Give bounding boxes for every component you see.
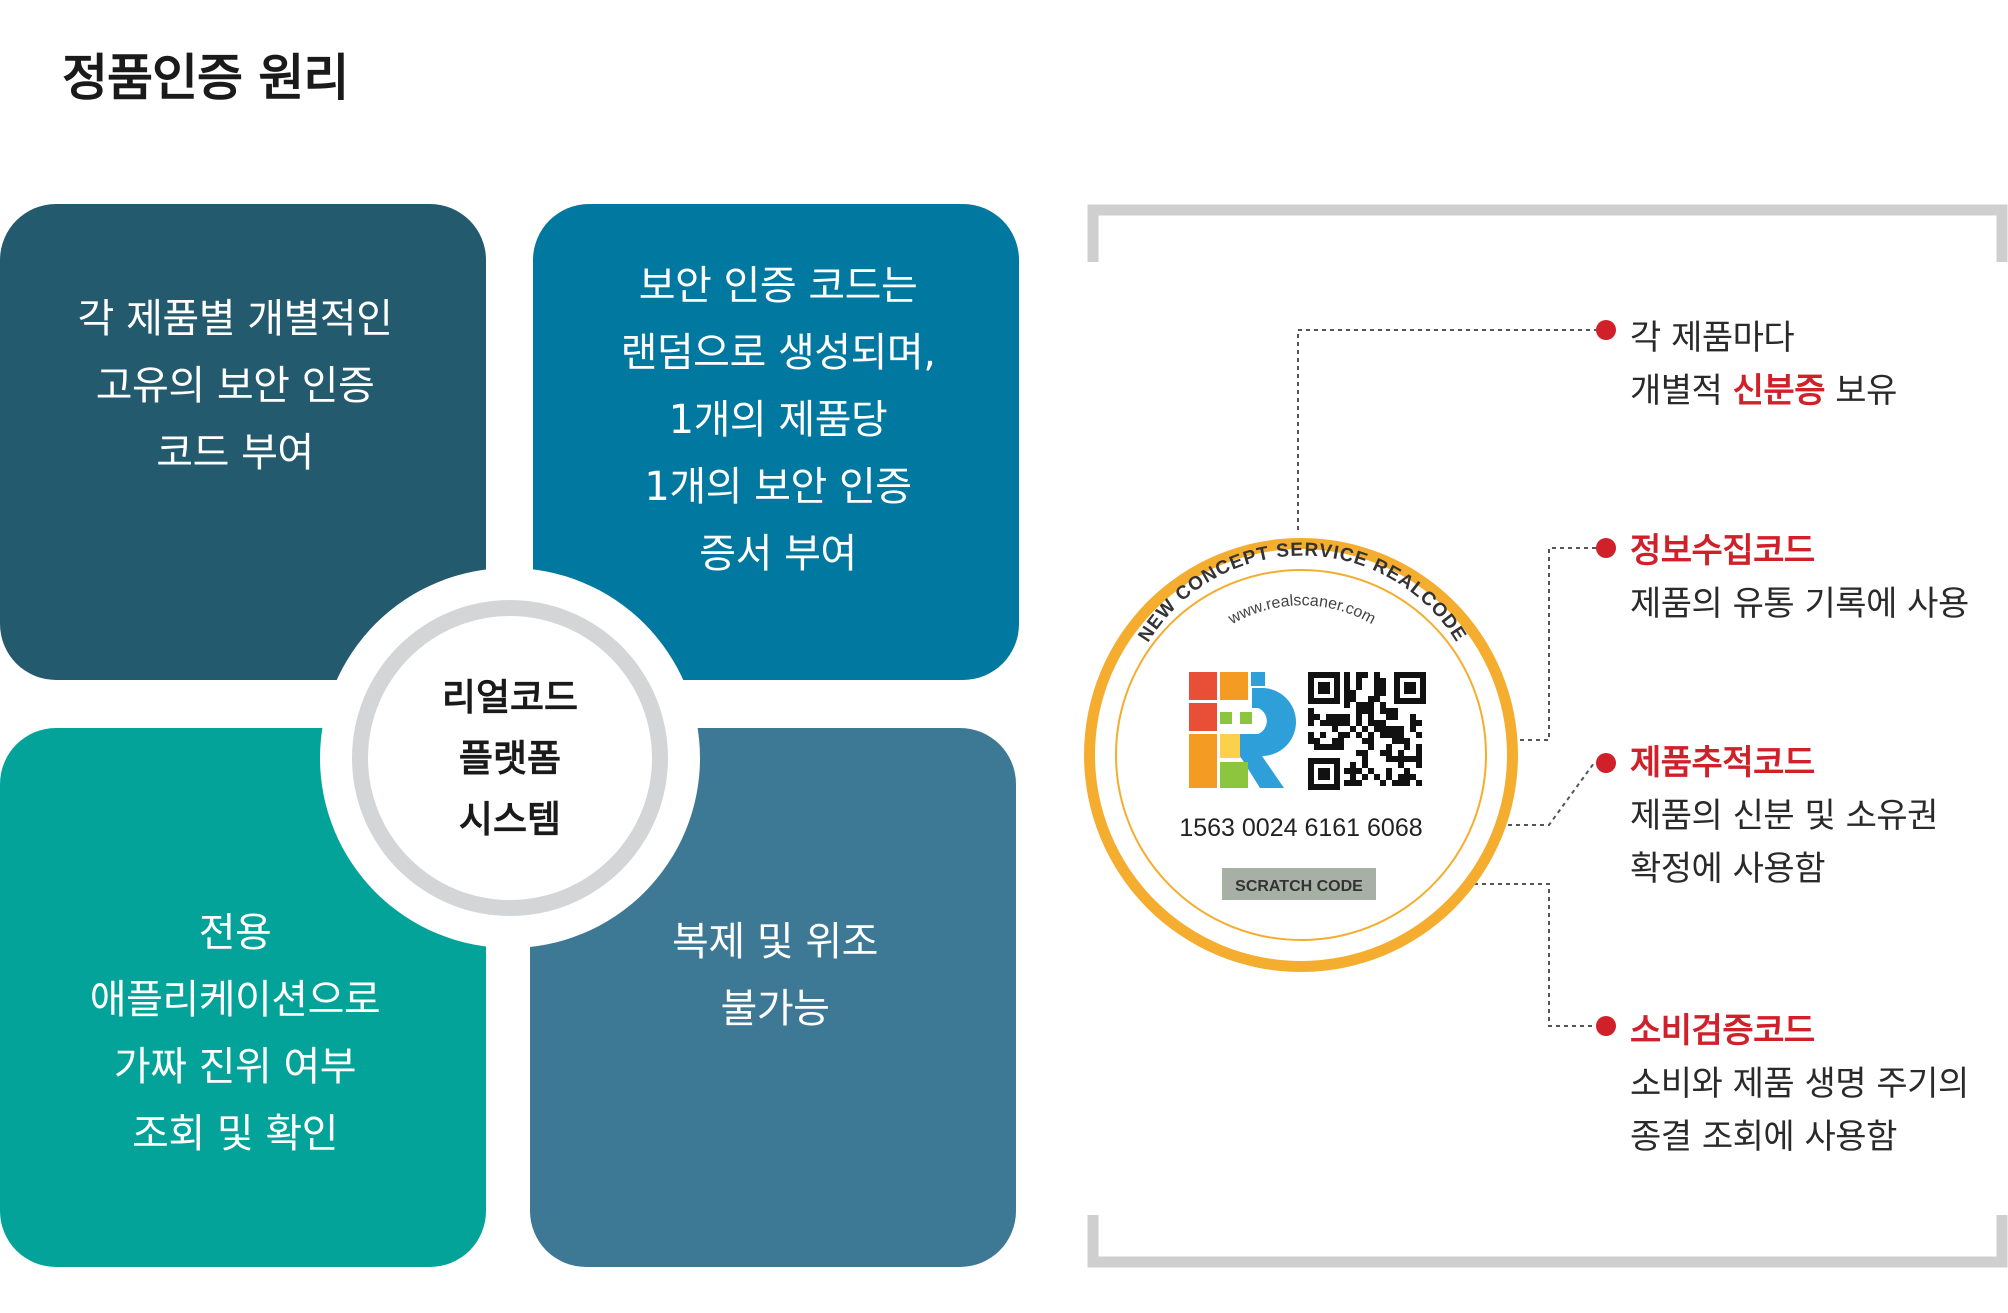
scratch-code-label: SCRATCH CODE [1235, 878, 1363, 895]
annotation-info-code: 정보수집코드 제품의 유통 기록에 사용 [1630, 525, 1969, 631]
serial-number: 1563 0024 6161 6068 [1179, 814, 1422, 842]
realcode-logo [1189, 672, 1296, 788]
quadrant-text: 보안 인증 코드는 랜덤으로 생성되며, 1개의 제품당 1개의 보안 인증 증… [620, 262, 936, 577]
annotation-desc: 제품의 유통 기록에 사용 [1630, 584, 1969, 624]
hub-text: 리얼코드 플랫폼 시스템 [441, 675, 579, 841]
label-inner-ring [1115, 569, 1487, 941]
bullet-dot [1596, 538, 1616, 558]
quadrant-text: 전용 애플리케이션으로 가짜 진위 여부 조회 및 확인 [89, 909, 381, 1157]
bullet-dot [1596, 753, 1616, 773]
qr-code [1306, 670, 1428, 792]
annotation-consumer-code: 소비검증코드 소비와 제품 생명 주기의 종결 조회에 사용함 [1630, 1005, 1969, 1164]
annotation-title: 소비검증코드 [1630, 1011, 1815, 1051]
scratch-panel [1222, 868, 1376, 900]
annotation-desc: 종결 조회에 사용함 [1630, 1117, 1897, 1157]
annotation-line: 개별적 신분증 보유 [1630, 371, 1897, 411]
highlight-identity: 신분증 [1732, 371, 1826, 411]
annotation-desc: 제품의 신분 및 소유권 [1630, 796, 1938, 836]
label-ring-text: NEW CONCEPT SERVICE REALCODE [1135, 540, 1471, 646]
quadrant-text: 각 제품별 개별적인 고유의 보안 인증 코드 부여 [77, 295, 393, 476]
security-label: NEW CONCEPT SERVICE REALCODE www.realsca… [1084, 538, 1518, 972]
label-website: www.realscaner.com [1225, 592, 1378, 628]
annotation-tracking-code: 제품추적코드 제품의 신분 및 소유권 확정에 사용함 [1630, 737, 1938, 896]
annotation-desc: 소비와 제품 생명 주기의 [1630, 1064, 1969, 1104]
quadrant-random-code: 보안 인증 코드는 랜덤으로 생성되며, 1개의 제품당 1개의 보안 인증 증… [533, 204, 1019, 680]
page-title: 정품인증 원리 [62, 49, 349, 107]
annotation-desc: 확정에 사용함 [1630, 849, 1825, 889]
label-face [1095, 549, 1507, 961]
quadrant-text: 복제 및 위조 불가능 [672, 918, 878, 1032]
annotation-title: 정보수집코드 [1630, 531, 1815, 571]
label-gold-rim [1084, 538, 1518, 972]
leader-lines [1297, 329, 1596, 1027]
quadrant-unique-code: 각 제품별 개별적인 고유의 보안 인증 코드 부여 [0, 204, 486, 680]
annotation-line: 각 제품마다 [1630, 318, 1795, 358]
hub-center: 리얼코드 플랫폼 시스템 [368, 616, 652, 900]
annotation-title: 제품추적코드 [1630, 743, 1815, 783]
bullet-dot [1596, 320, 1616, 340]
annotation-identity: 각 제품마다 개별적 신분증 보유 [1630, 312, 1897, 418]
bullet-dot [1596, 1016, 1616, 1036]
